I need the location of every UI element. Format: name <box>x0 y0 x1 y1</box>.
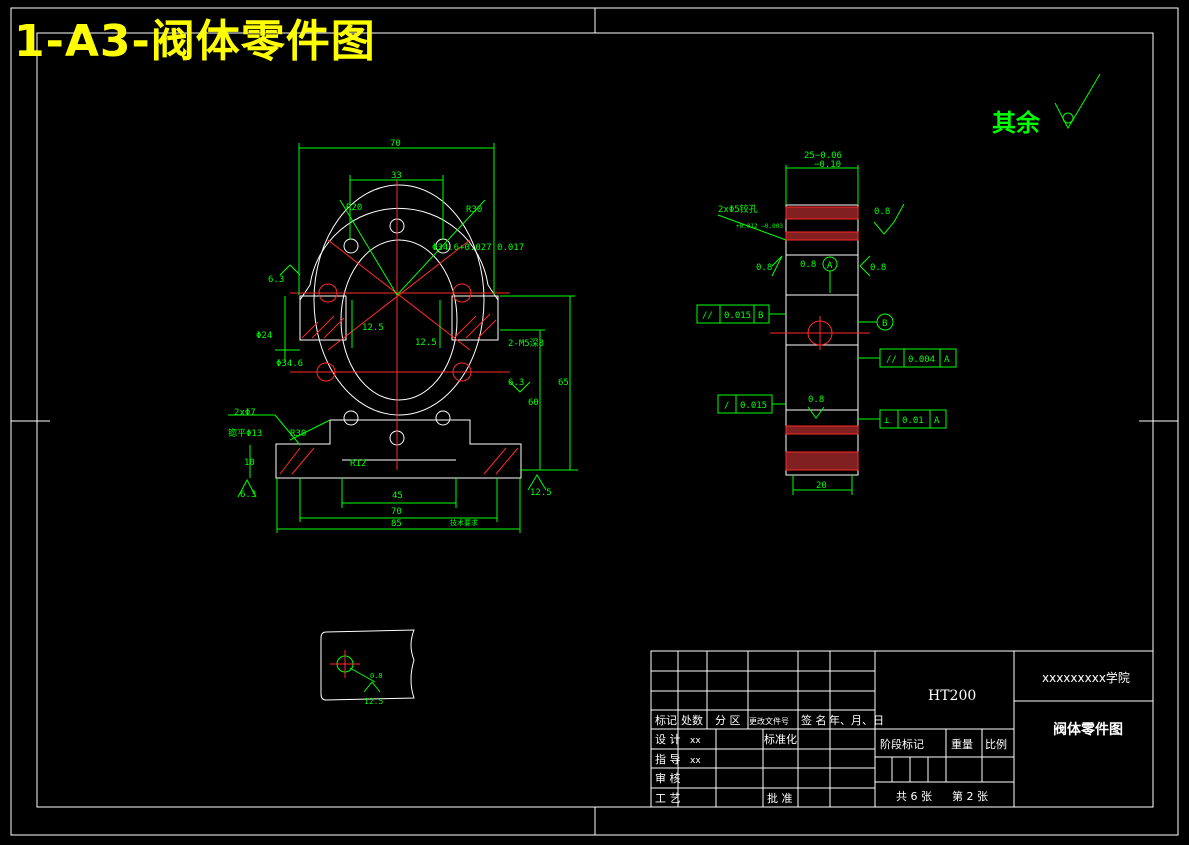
roughness-note-text: 其余 <box>992 109 1041 137</box>
dim-height-65: 65 <box>558 378 569 388</box>
side-rough-mid: 0.8 <box>800 260 816 270</box>
tb-design: 设 计 <box>655 733 681 746</box>
dim-r-left: R20 <box>346 203 362 213</box>
side-top-tol-2: −0.10 <box>814 160 841 170</box>
dim-bore-dia: Φ34.6+0.027 0.017 <box>432 243 524 253</box>
dim-height-60: 60 <box>528 398 539 408</box>
side-rough-left: 0.8 <box>756 263 772 273</box>
dim-r12: R12 <box>350 459 366 469</box>
tb-design-val: xx <box>690 736 701 746</box>
sheet-title: 1-A3-阀体零件图 <box>14 16 376 67</box>
tb-h-zone: 分 区 <box>715 714 741 727</box>
fcf3-val: 0.015 <box>740 401 767 411</box>
tb-h-mark: 标记 <box>655 713 677 727</box>
fcf2-ref: A <box>944 355 950 365</box>
fcf1-sym: // <box>702 311 713 321</box>
tb-h-date: 年、月、日 <box>829 713 884 727</box>
front-hatching <box>279 313 519 475</box>
tb-school: xxxxxxxxx学院 <box>1042 670 1130 685</box>
dim-r30-bottom: R30 <box>290 429 306 439</box>
tb-weight: 重量 <box>951 737 973 751</box>
fcf1-val: 0.015 <box>724 311 751 321</box>
dim-base-85: 85 <box>391 519 402 529</box>
fcf4-sym: ⊥ <box>884 416 890 426</box>
detail-label-a: 0.8 <box>370 672 383 680</box>
dim-holes-spec-1: 2xΦ7 <box>234 408 256 418</box>
tb-review: 审 核 <box>655 771 681 785</box>
dim-r-top: R30 <box>466 205 482 215</box>
dim-base-70: 70 <box>391 507 402 517</box>
side-datum-b: B <box>882 319 887 329</box>
note-tech: 技术要求 <box>450 518 478 527</box>
front-view: 70 33 R30 R20 Φ34.6+0.027 0.017 Φ24 Φ34.… <box>228 139 578 533</box>
dim-holes-spec-2: 锪平Φ13 <box>228 427 262 439</box>
dim-overall-top-width: 70 <box>390 139 401 149</box>
dim-rough-6-3-right: 6.3 <box>508 378 524 388</box>
side-rough-top: 0.8 <box>874 207 890 217</box>
dim-rough-6-3-bottom: 6.3 <box>240 490 256 500</box>
tb-approve: 批 准 <box>767 791 793 805</box>
side-rough-right: 0.8 <box>870 263 886 273</box>
side-top-tol-1: 25−0.06 <box>804 151 842 161</box>
side-holes: 2xΦ5铰孔 <box>718 203 758 215</box>
fcf2-sym: // <box>886 355 897 365</box>
fcf4-ref: A <box>934 416 940 426</box>
tb-guide: 指 导 <box>655 752 681 766</box>
dim-rough-left: 6.3 <box>268 275 284 285</box>
dim-base-45: 45 <box>392 491 403 501</box>
fcf1-ref: B <box>758 311 763 321</box>
dim-phi24: Φ24 <box>256 331 272 341</box>
dim-rough-12-5: 12.5 <box>530 488 552 498</box>
side-bottom-20: 20 <box>816 481 827 491</box>
tb-standard: 标准化 <box>764 732 797 746</box>
sheet-frame <box>10 7 1179 836</box>
tb-process: 工 艺 <box>655 792 681 805</box>
detail-view: 0.8 12.5 <box>320 629 415 706</box>
dim-h10: 10 <box>244 458 255 468</box>
title-block: HT200 xxxxxxxxx学院 阀体零件图 标记 处数 分 区 更改文件号 … <box>650 650 1154 808</box>
fcf2-val: 0.004 <box>908 355 935 365</box>
dim-width-12-5a: 12.5 <box>362 323 384 333</box>
dim-inner-width: 33 <box>391 171 402 181</box>
side-view: 25−0.06 −0.10 2xΦ5铰孔 +0.012 −0.003 0.8 0… <box>696 151 957 495</box>
tb-guide-val: xx <box>690 756 701 766</box>
side-datum-a: A <box>827 261 833 271</box>
tb-h-change: 更改文件号 <box>749 716 789 726</box>
dim-phi34: Φ34.6 <box>276 359 303 369</box>
tb-sheets-total: 共 6 张 <box>896 790 932 803</box>
tb-h-sign: 签 名 <box>801 713 827 727</box>
tb-scale: 比例 <box>985 737 1007 751</box>
fcf4-val: 0.01 <box>902 416 924 426</box>
dim-width-12-5b: 12.5 <box>415 338 437 348</box>
tb-material: HT200 <box>928 688 976 704</box>
side-rough-low: 0.8 <box>808 395 824 405</box>
tb-drawing-name: 阀体零件图 <box>1053 721 1123 738</box>
tb-sheet-no: 第 2 张 <box>952 789 988 803</box>
detail-label-b: 12.5 <box>364 697 383 706</box>
fcf3-sym: / <box>724 401 729 411</box>
roughness-note: 其余 <box>992 73 1101 137</box>
dim-hole-spec: 2-M5深8 <box>508 338 544 349</box>
tb-h-count: 处数 <box>681 714 703 727</box>
tb-stage-mark: 阶段标记 <box>880 737 924 751</box>
side-holes-tol: +0.012 −0.003 <box>736 223 783 230</box>
